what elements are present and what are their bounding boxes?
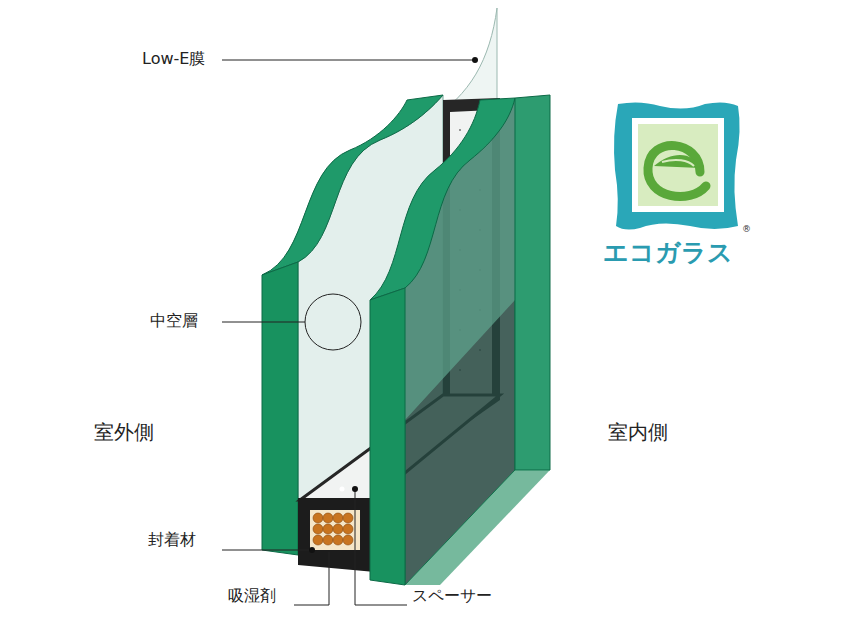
part-label: 封着材: [148, 530, 196, 549]
leader-lines: [222, 60, 475, 605]
side-label: 室外側: [94, 420, 154, 444]
registered-mark: ®: [742, 224, 751, 235]
spacer-section: [298, 498, 375, 572]
leader-dots: [309, 57, 478, 553]
part-label: 吸湿剤: [228, 586, 276, 605]
desiccant: [313, 513, 353, 545]
outdoor-pane-edge: [262, 262, 298, 555]
spacer-inner: [310, 510, 360, 550]
spacer-hole: [340, 487, 345, 492]
side-label: 室内側: [608, 420, 668, 444]
indoor-pane-bottom: [405, 470, 550, 585]
part-label: 中空層: [150, 311, 198, 330]
part-label: Low-E膜: [142, 49, 205, 68]
eco-glass-logo: [614, 102, 740, 229]
indoor-pane-back: [515, 95, 550, 470]
logo-text: エコガラス: [603, 238, 733, 268]
indoor-pane-edge: [370, 288, 405, 585]
indoor-pane-top: [370, 98, 515, 300]
part-label: スペーサー: [412, 586, 492, 605]
